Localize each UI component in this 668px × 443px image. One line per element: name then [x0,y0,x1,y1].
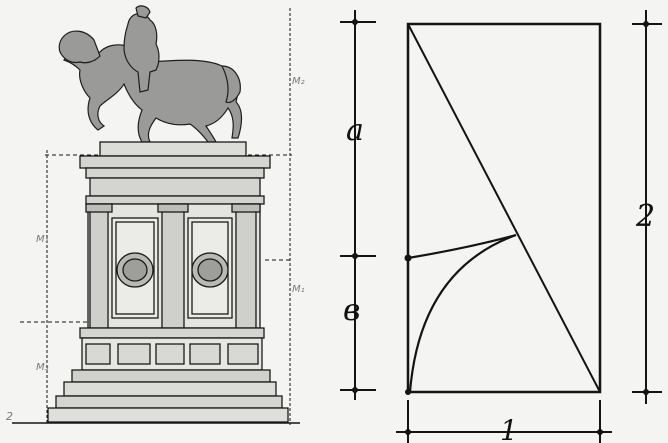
diagonal-line [407,23,601,393]
equestrian-statue [58,5,243,143]
dimension-ticks-left [340,21,376,391]
dimension-dot-bottom-left [405,429,411,435]
label-m1: M₁ [292,284,305,295]
label-a: a [346,113,364,148]
dimension-ticks-bottom [407,400,601,443]
label-height: 2 [635,199,655,234]
dimension-dot-middle [352,253,358,259]
arc-upper [407,233,517,260]
point-bottom-left [405,389,411,395]
pedestal-base [47,327,289,423]
arc-lower [408,233,517,393]
monument-drawing: M₂ M₁ M₁ M₃ 2 [6,5,305,425]
point-left-side [404,254,412,262]
statue-plinth [99,141,247,157]
label-m2: M₂ [292,76,305,87]
dimension-dot-right-bottom [643,389,649,395]
dimension-dot-bottom [352,387,358,393]
label-base: 2 [6,410,13,423]
label-b: в [343,293,360,328]
label-width: 1 [500,414,518,443]
pedestal-body [85,203,261,329]
dimension-dot-right-top [643,21,649,27]
dimension-dot-bottom-right [597,429,603,435]
label-m3: M₃ [36,362,49,373]
upper-cornice [79,155,271,205]
golden-section-diagram: a в 2 1 [340,10,662,443]
construction-rectangle [406,22,602,394]
dimension-dot-top [352,19,358,25]
label-m1-left: M₁ [36,234,49,245]
